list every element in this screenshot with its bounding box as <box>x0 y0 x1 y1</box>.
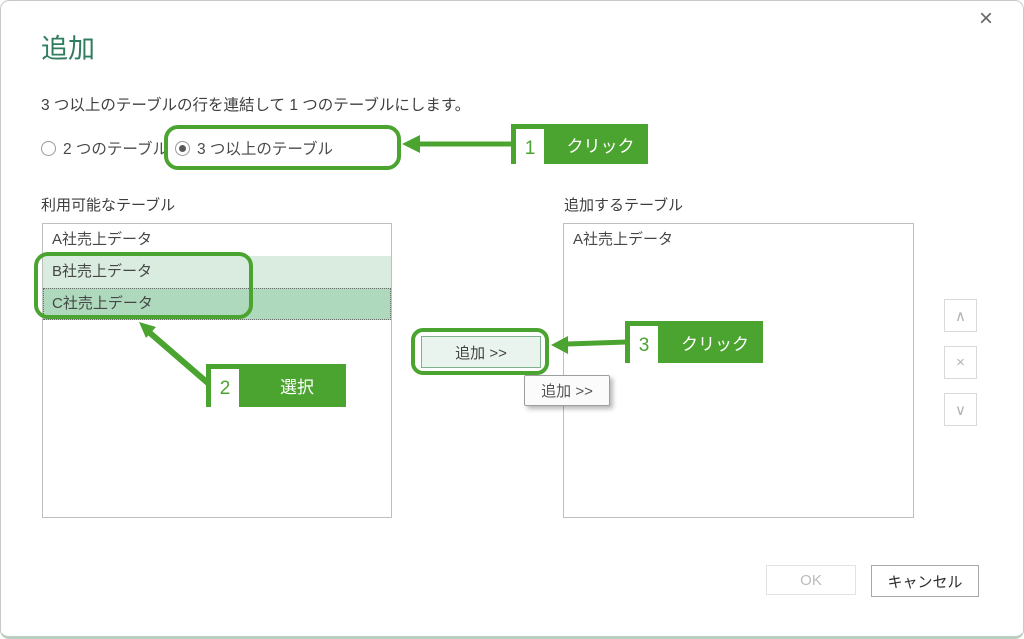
annotation-step-label: 選択 <box>280 378 314 397</box>
dialog-description: 3 つ以上のテーブルの行を連結して 1 つのテーブルにします。 <box>41 97 471 114</box>
chevron-down-icon: ∨ <box>955 401 966 419</box>
annotation-step-2: 2 選択 <box>206 364 346 409</box>
annotation-step-label: クリック <box>566 136 635 156</box>
tables-to-append-label: 追加するテーブル <box>564 197 684 214</box>
radio-dot <box>179 144 186 152</box>
chevron-up-icon: ∧ <box>955 307 966 325</box>
close-icon[interactable]: × <box>978 5 993 32</box>
dialog-title: 追加 <box>41 34 95 64</box>
remove-icon: × <box>956 354 965 371</box>
radio-selected-icon[interactable] <box>175 140 190 156</box>
list-item[interactable]: C社売上データ <box>43 288 391 320</box>
ok-button[interactable]: OK <box>766 565 856 595</box>
list-item[interactable]: B社売上データ <box>43 256 391 288</box>
radio-three-plus-tables[interactable]: 3 つ以上のテーブル <box>175 137 333 159</box>
available-tables-label: 利用可能なテーブル <box>41 197 176 214</box>
radio-three-plus-tables-label: 3 つ以上のテーブル <box>197 141 333 158</box>
annotation-step-number: 1 <box>516 129 544 169</box>
annotation-step-1: 1 クリック <box>511 124 648 169</box>
move-down-button[interactable]: ∨ <box>944 393 977 426</box>
move-up-button[interactable]: ∧ <box>944 299 977 332</box>
list-item[interactable]: A社売上データ <box>52 231 153 248</box>
annotation-arrow-1 <box>402 135 513 153</box>
list-item[interactable]: A社売上データ <box>573 231 674 248</box>
tables-to-append-list: A社売上データ <box>563 223 914 518</box>
add-button[interactable]: 追加 >> <box>421 336 541 368</box>
radio-unselected-icon[interactable] <box>41 140 56 156</box>
annotation-step-number: 2 <box>211 369 239 409</box>
radio-two-tables-label: 2 つのテーブル <box>63 141 168 158</box>
annotation-step-3: 3 クリック <box>625 321 763 366</box>
cancel-button[interactable]: キャンセル <box>871 565 979 597</box>
annotation-step-label: クリック <box>681 334 749 354</box>
radio-two-tables[interactable]: 2 つのテーブル <box>41 137 168 159</box>
add-button-tooltip: 追加 >> <box>524 375 610 406</box>
annotation-step-number: 3 <box>630 326 658 366</box>
remove-button[interactable]: × <box>944 346 977 379</box>
